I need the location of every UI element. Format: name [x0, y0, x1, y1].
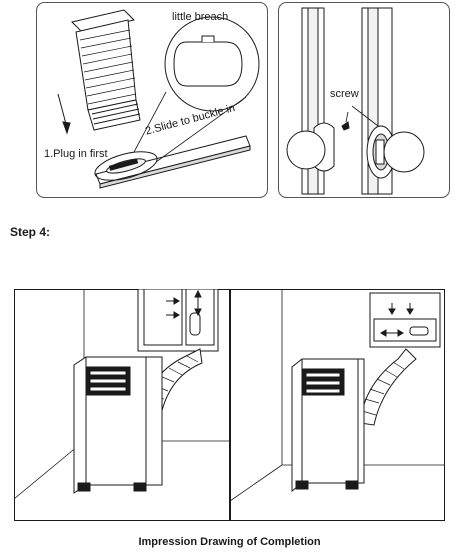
- plug-illustration: [36, 2, 268, 198]
- step-4-label: Step 4:: [10, 225, 51, 239]
- plug-down-arrow: [57, 93, 71, 135]
- exhaust-hose: [71, 9, 141, 131]
- window-arrows: [166, 289, 202, 319]
- completion-scene-horizontal: [230, 289, 445, 521]
- right-adapter: [351, 105, 425, 179]
- exhaust-hose: [359, 348, 417, 426]
- figure-caption: Impression Drawing of Completion: [138, 536, 321, 548]
- left-adapter: [286, 122, 335, 172]
- window-frame: [137, 289, 219, 352]
- label-screw: screw: [330, 88, 359, 100]
- portable-ac-unit: [291, 358, 365, 493]
- breach-zoom-circle: [133, 16, 260, 163]
- window-arrows: [380, 303, 414, 337]
- portable-ac-unit: [73, 356, 163, 494]
- installation-panel-plug: little breach 1.Plug in first 2.Slide to…: [36, 2, 268, 198]
- label-little-breach: little breach: [172, 11, 229, 23]
- screw-icon: [341, 111, 350, 131]
- window-slider-plate: [95, 135, 251, 189]
- screw-illustration: [278, 2, 450, 198]
- label-plug-in-first: 1.Plug in first: [44, 148, 108, 160]
- adapter-buckle: [94, 151, 158, 181]
- installation-panel-screw: screw: [278, 2, 450, 198]
- horizontal-window-scene: [230, 289, 445, 521]
- vertical-window-scene: [14, 289, 230, 521]
- window-frame: [369, 292, 441, 348]
- completion-scene-vertical: [14, 289, 230, 521]
- window-frame-rails: [301, 7, 393, 195]
